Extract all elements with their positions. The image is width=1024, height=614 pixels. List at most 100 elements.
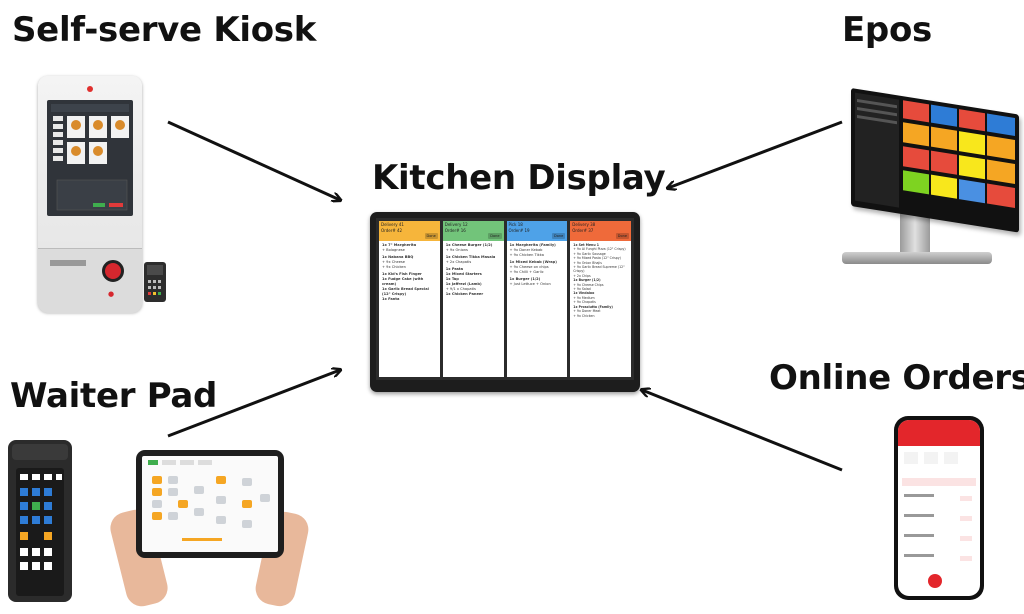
arrow-kiosk-to-kitchen — [167, 120, 340, 200]
order-item: 1x Nabana BBQ — [382, 255, 414, 259]
handheld-pos-graphic — [12, 444, 68, 596]
order-item: 1x Mixed Starters — [445, 272, 482, 276]
order-item: 1x Cheese Burger (1/2) — [445, 243, 493, 247]
order-item: 1x Fanta — [382, 297, 400, 301]
phone-screen — [898, 420, 980, 596]
order-ticket-items: 1x 7" Margherita + Bolognese 1x Nabana B… — [379, 241, 440, 304]
phone-app-header — [898, 420, 980, 446]
order-item: + 9x Cheese on chips — [509, 265, 549, 269]
order-item: + 9x Mixed Pasta (12" Crispy) — [573, 256, 621, 261]
order-item: + 9x Salad — [573, 287, 591, 292]
order-ticket-title: Delivery 12 — [444, 222, 468, 227]
order-item: + 9x Cheese — [382, 260, 406, 264]
order-item: + Just Lettuce + Onion — [509, 282, 551, 286]
order-item: + 9x Onions — [445, 248, 468, 252]
order-item: 1x Vindaloo — [573, 291, 595, 296]
order-item: 1x Tap — [445, 277, 459, 281]
order-ticket-header: Pick 18 Order# 19 Done — [506, 221, 568, 241]
order-item: 1x Burger (1/2) — [509, 277, 541, 281]
kiosk-base — [38, 248, 142, 313]
kiosk-screen-ui-graphic — [51, 104, 129, 211]
order-ticket-title: Pick 18 — [508, 222, 523, 227]
waiter-pad-label: Waiter Pad — [10, 376, 218, 416]
order-ticket-number: Order# 19 — [508, 228, 530, 233]
order-item: + 9x Chicken — [573, 313, 595, 318]
table-layout-graphic — [148, 460, 270, 541]
order-ticket-items: 1x Set Menu 1 + 9x Al Funghi Pizza (12" … — [570, 241, 631, 320]
order-item: + 9x Onion Bhajis — [573, 260, 602, 265]
order-item: 1x Margherita (Family) — [509, 243, 556, 247]
kiosk-device: ● — [38, 76, 142, 313]
online-orders-label: Online Orders — [769, 358, 1024, 398]
done-button[interactable]: Done — [552, 233, 566, 239]
order-ticket-items: 1x Cheese Burger (1/2) + 9x Onions 1x Ch… — [443, 241, 504, 299]
order-item: 1x Jaffrezi (Lamb) — [445, 282, 482, 286]
order-item: + 9x Doner Kebab — [509, 248, 543, 252]
arrow-epos-to-kitchen — [668, 120, 843, 188]
order-item: + 2x Chapatis — [445, 260, 472, 264]
order-ticket-number: Order# 42 — [381, 228, 403, 233]
epos-label: Epos — [842, 10, 932, 50]
card-terminal — [144, 262, 166, 302]
epos-screen — [851, 88, 1019, 233]
card-terminal-graphic — [147, 265, 163, 295]
order-ticket-title: Delivery 41 — [381, 222, 404, 227]
kitchen-display-monitor: Delivery 41 Order# 42 Done 1x 7" Margher… — [370, 212, 640, 392]
phone-menu-graphic — [902, 452, 976, 561]
epos-screen-ui-graphic — [855, 92, 1015, 208]
order-item: 1x Burger (1/2) — [573, 278, 601, 283]
order-ticket-title: Delivery 38 — [572, 222, 596, 227]
order-ticket: Pick 18 Order# 19 Done 1x Margherita (Fa… — [506, 221, 568, 377]
handheld-pos-device — [8, 440, 72, 602]
done-button[interactable]: Done — [615, 233, 629, 239]
order-ticket: Delivery 41 Order# 42 Done 1x 7" Margher… — [379, 221, 440, 377]
arrow-waiter-to-kitchen — [167, 370, 340, 438]
epos-base — [842, 252, 992, 264]
waiter-tablet — [136, 450, 284, 558]
order-item: + 9x Cheese Chips — [573, 282, 604, 287]
order-item: + 9x Al Funghi Pizza (12" Crispy) — [573, 247, 626, 252]
phone-cart-button — [928, 574, 942, 588]
order-item: 1x Chicken Tikka Masala — [445, 255, 496, 259]
order-ticket-header: Delivery 12 Order# 16 Done — [442, 221, 504, 241]
order-item: + 9x Chilli + Garlic — [509, 270, 544, 274]
order-item: + Bolognese — [382, 248, 405, 252]
smartphone — [894, 416, 984, 600]
order-item: + 2x Chips — [573, 273, 591, 278]
order-item: + 9x Chicken Tikka — [509, 253, 544, 257]
order-item: + 9x Garlic Sausage — [573, 251, 606, 256]
kiosk-indicator-light — [87, 86, 93, 92]
order-ticket: Delivery 12 Order# 16 Done 1x Cheese Bur… — [442, 221, 504, 377]
order-ticket-number: Order# 37 — [572, 228, 594, 233]
kiosk-screen — [47, 100, 133, 216]
done-button[interactable]: Done — [424, 233, 438, 239]
arrow-online-to-kitchen — [642, 390, 843, 472]
kitchen-display-screen: Delivery 41 Order# 42 Done 1x 7" Margher… — [376, 218, 634, 380]
order-item: 1x Mixed Kebab (Wrap) — [509, 260, 557, 264]
order-ticket-header: Delivery 38 Order# 37 Done — [570, 221, 631, 241]
kitchen-display-label: Kitchen Display — [372, 158, 666, 198]
order-ticket-header: Delivery 41 Order# 42 Done — [379, 221, 440, 241]
order-item: 1x Garlic Bread Special (12" Crispy) — [382, 287, 429, 296]
order-item: 1x 7" Margherita — [382, 243, 417, 247]
kiosk-brand-mark: ● — [108, 290, 115, 298]
order-item: 1x Chicken Paneer — [445, 292, 484, 296]
done-button[interactable]: Done — [488, 233, 502, 239]
kiosk-scanner — [102, 260, 124, 282]
self-serve-kiosk-label: Self-serve Kiosk — [12, 10, 317, 50]
kiosk-receipt-slot — [50, 260, 86, 266]
order-item: 1x Prosciutto (Family) — [573, 304, 613, 309]
order-item: + 9x Chicken — [382, 265, 406, 269]
order-item: + 9x Doner Meat — [573, 309, 601, 314]
order-ticket-number: Order# 16 — [444, 228, 466, 233]
order-item: + 9/1 x Chapatis — [445, 287, 476, 291]
order-item: + 9x Chapatis — [573, 300, 596, 305]
order-item: 1x Pasta — [445, 267, 464, 271]
order-item: + 9x Medium — [573, 295, 595, 300]
order-ticket-items: 1x Margherita (Family) + 9x Doner Kebab … — [507, 241, 568, 289]
order-item: 1x Fudge Cake (with cream) — [382, 277, 424, 286]
order-item: + 9x Garlic Bread Supreme (12" Crispy) — [573, 265, 625, 274]
order-item: 1x Set Menu 1 — [573, 243, 599, 247]
order-item: 1x Kid's Fish Finger — [382, 272, 422, 276]
